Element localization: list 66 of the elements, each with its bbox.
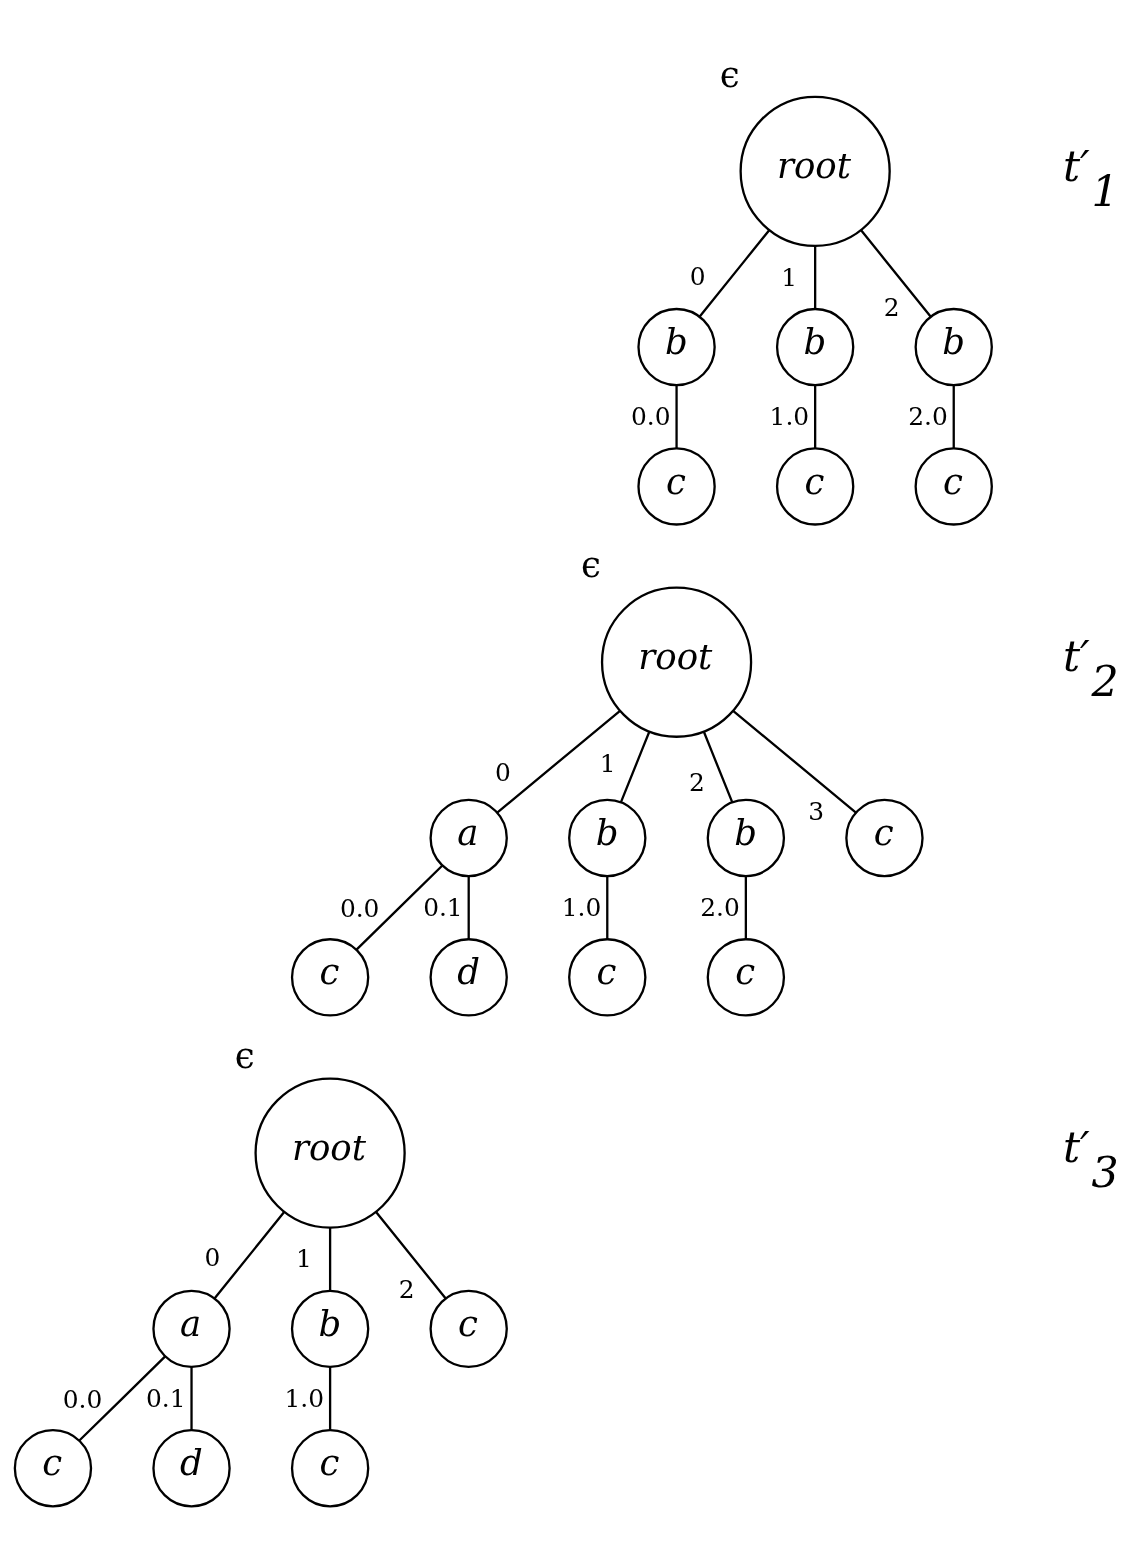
connector (328, 1226, 332, 1291)
edge-label: 0.0 (62, 1384, 103, 1414)
connector (355, 863, 444, 950)
edge-label: 2.0 (908, 401, 948, 431)
edge-label: 2 (398, 1274, 415, 1304)
edge-label: 0 (204, 1242, 221, 1272)
node-circle: d (152, 1428, 231, 1507)
connector (374, 1210, 447, 1299)
edge-label: 0 (495, 757, 511, 787)
node-circle: c (845, 798, 924, 877)
edge-label: 0.1 (423, 892, 463, 922)
connector (698, 228, 771, 318)
node-label: ϵ (719, 53, 740, 95)
node-circle: root (739, 95, 891, 247)
node-label: ϵ (581, 543, 602, 585)
connector (213, 1210, 286, 1299)
connector (328, 1366, 332, 1430)
edge-label: 1.0 (284, 1383, 325, 1413)
node-label: ϵ (234, 1034, 255, 1076)
node-circle: c (914, 446, 993, 526)
connector (860, 228, 932, 318)
connector (606, 875, 609, 939)
connector (814, 245, 817, 309)
connector (732, 709, 857, 814)
node-circle: c (429, 1289, 508, 1368)
edge-label: 0.1 (145, 1383, 186, 1413)
node-circle: c (706, 937, 786, 1017)
edge-label: 1 (599, 748, 616, 778)
node-circle: b (637, 307, 716, 386)
edge-label: 0.0 (631, 401, 671, 431)
node-circle: c (290, 937, 370, 1017)
node-circle: c (775, 446, 855, 526)
connector (467, 875, 470, 939)
edge-label: 1.0 (561, 892, 602, 922)
connector (619, 730, 651, 803)
node-circle: b (914, 307, 993, 386)
node-circle: b (290, 1289, 370, 1368)
connector (814, 384, 817, 449)
edge-label: 2.0 (700, 892, 740, 922)
edge-label: 1 (781, 262, 797, 292)
connector (744, 875, 747, 939)
edge-label: 0 (689, 261, 706, 290)
node-circle: root (254, 1076, 406, 1229)
node-circle: b (775, 307, 855, 386)
node-circle: a (152, 1289, 231, 1368)
node-circle: c (568, 937, 647, 1017)
node-circle: d (429, 937, 508, 1017)
edge-label: 0.0 (339, 893, 380, 923)
connector (952, 384, 955, 449)
node-circle: c (637, 446, 716, 526)
edge-label: 2 (883, 292, 900, 322)
connector (496, 709, 622, 814)
node-circle: root (600, 586, 753, 738)
node-circle: c (290, 1428, 370, 1507)
connector (78, 1354, 167, 1441)
node-circle: a (429, 798, 508, 877)
connector (190, 1366, 193, 1430)
edge-label: 1.0 (769, 401, 810, 431)
connector (675, 384, 678, 449)
node-circle: c (13, 1428, 93, 1507)
edge-label: 2 (688, 767, 705, 797)
connector (702, 730, 734, 803)
node-circle: b (568, 798, 647, 877)
edge-label: 3 (808, 796, 825, 826)
edge-label: 1 (296, 1243, 312, 1273)
node-circle: b (706, 798, 786, 877)
